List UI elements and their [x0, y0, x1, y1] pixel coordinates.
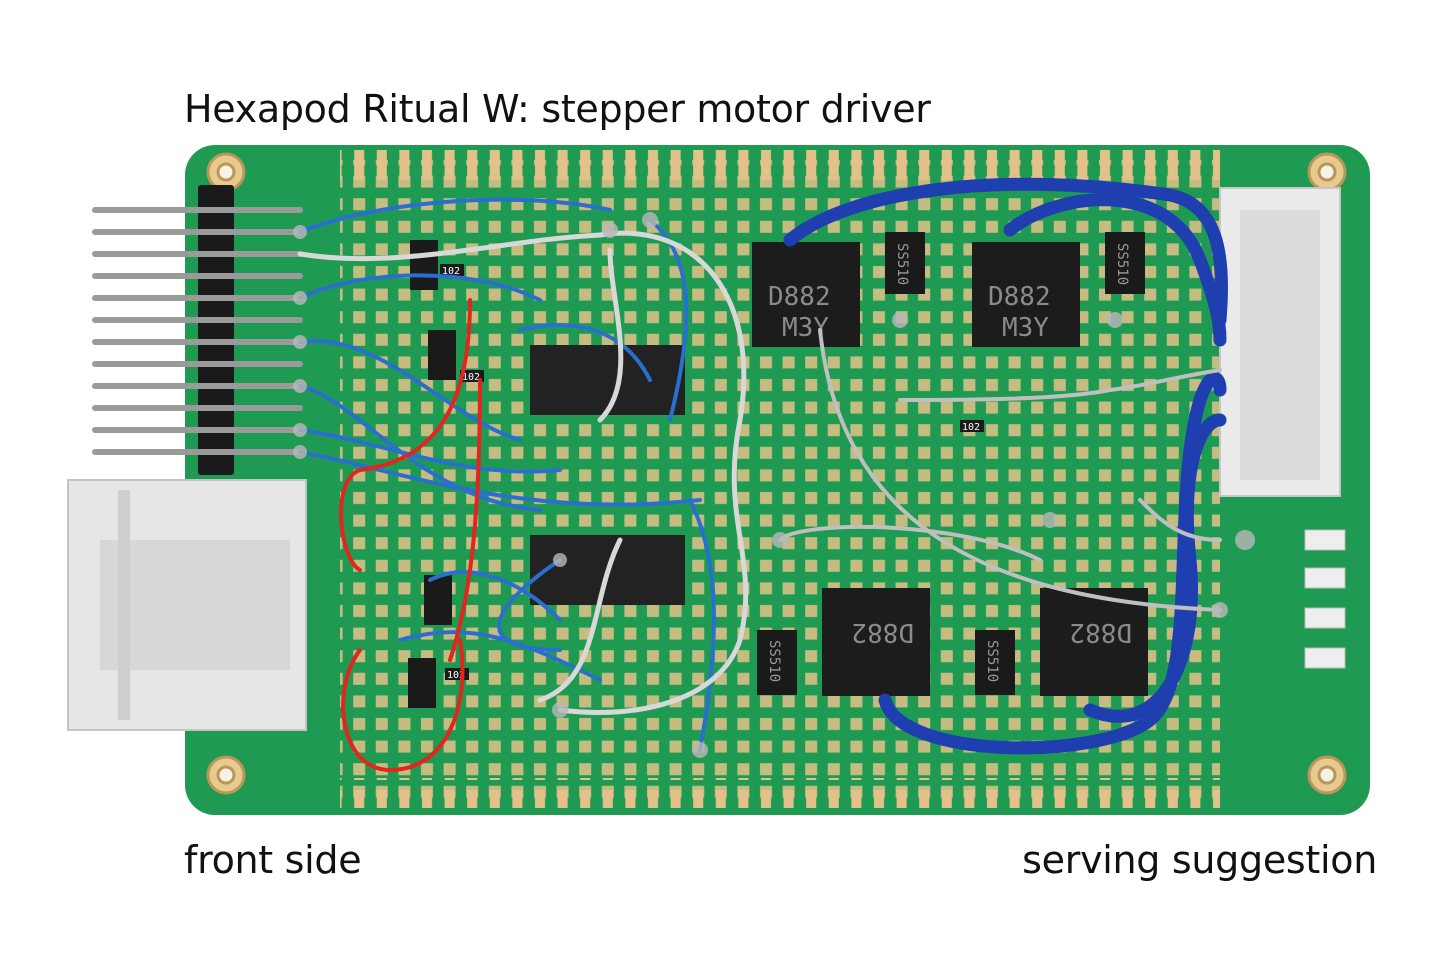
svg-text:102: 102 [442, 266, 460, 277]
diode-3: SS510 [757, 630, 797, 695]
svg-text:D882: D882 [1069, 617, 1132, 647]
solder-joints [293, 212, 1255, 758]
transistor-top-right: D882 M3Y [972, 242, 1080, 347]
logic-ic-top [530, 345, 685, 415]
caption-front-side: front side [184, 838, 362, 882]
right-connector [1219, 187, 1341, 497]
svg-text:D882: D882 [768, 282, 831, 312]
caption-title: Hexapod Ritual W: stepper motor driver [184, 87, 931, 131]
led-column [1304, 529, 1346, 669]
svg-text:SS510: SS510 [894, 243, 910, 285]
svg-text:M3Y: M3Y [1002, 313, 1049, 343]
resistor-2: 102 [460, 370, 484, 383]
svg-text:SS510: SS510 [984, 640, 1000, 682]
transistor-bottom-right: D882 [1040, 588, 1148, 696]
small-parts [408, 240, 456, 708]
svg-text:D882: D882 [851, 617, 914, 647]
svg-text:SS510: SS510 [766, 640, 782, 682]
resistor-3: 102 [960, 420, 984, 433]
resistor-1: 102 [440, 264, 464, 277]
diode-4: SS510 [975, 630, 1015, 695]
resistor-4: 102 [445, 668, 469, 681]
transistor-top-left: D882 M3Y [752, 242, 860, 347]
svg-text:102: 102 [962, 422, 980, 433]
diode-2: SS510 [1105, 232, 1145, 294]
svg-text:102: 102 [462, 372, 480, 383]
svg-text:SS510: SS510 [1114, 243, 1130, 285]
transistor-bottom-left: D882 [822, 588, 930, 696]
svg-text:D882: D882 [988, 282, 1051, 312]
diode-1: SS510 [885, 232, 925, 294]
svg-text:102: 102 [447, 670, 465, 681]
pin-header [92, 185, 303, 475]
wires [297, 177, 1228, 773]
mounting-holes [206, 152, 1347, 795]
left-connector [67, 479, 307, 731]
caption-serving-suggestion: serving suggestion [1022, 838, 1377, 882]
